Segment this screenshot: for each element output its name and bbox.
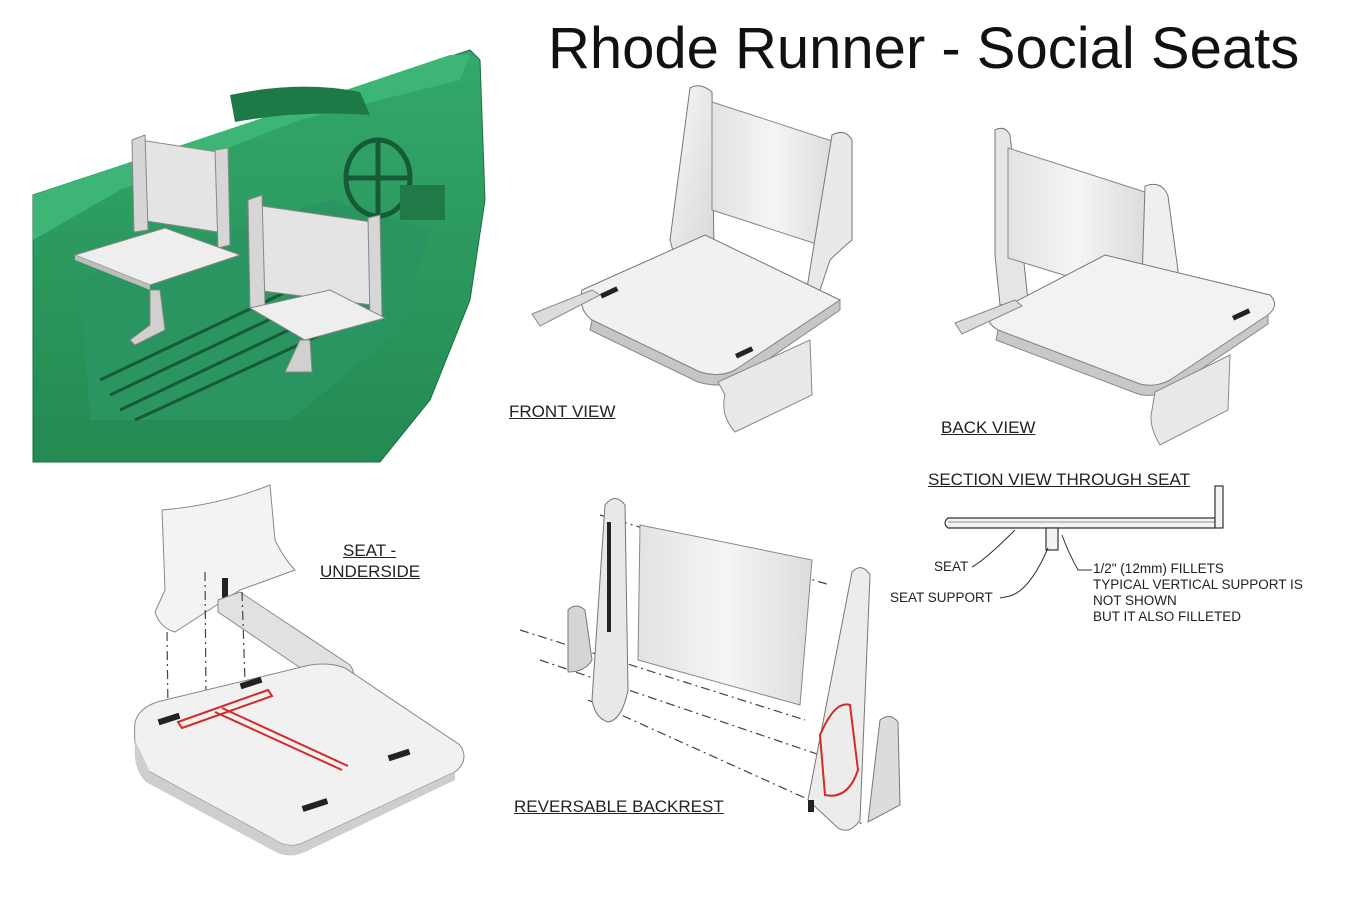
seat-underside-diagram: [134, 484, 465, 856]
boat-seat-1: [73, 134, 242, 346]
callout-note-line3: BUT IT ALSO FILLETED: [1093, 609, 1242, 624]
page-title: Rhode Runner - Social Seats: [548, 16, 1300, 81]
reversable-backrest-label: REVERSABLE BACKREST: [514, 797, 724, 816]
back-view-seat: [954, 127, 1275, 446]
reversable-backrest-diagram: [519, 498, 901, 831]
seat-underside-label-line2: UNDERSIDE: [320, 562, 421, 581]
section-view-diagram: [944, 485, 1224, 599]
callout-note-line2: NOT SHOWN: [1093, 593, 1177, 608]
front-view-seat: [531, 85, 853, 433]
callout-seat-support: SEAT SUPPORT: [890, 590, 993, 605]
callout-fillets: 1/2" (12mm) FILLETS: [1093, 561, 1224, 576]
boat-seat-2: [247, 194, 387, 373]
section-view-label: SECTION VIEW THROUGH SEAT: [928, 470, 1190, 489]
boat-render: [32, 49, 493, 463]
callout-seat: SEAT: [934, 559, 969, 574]
back-view-label: BACK VIEW: [941, 418, 1036, 437]
callout-note-line1: TYPICAL VERTICAL SUPPORT IS: [1093, 577, 1303, 592]
seat-underside-label-line1: SEAT -: [343, 541, 397, 560]
front-view-label: FRONT VIEW: [509, 402, 616, 421]
